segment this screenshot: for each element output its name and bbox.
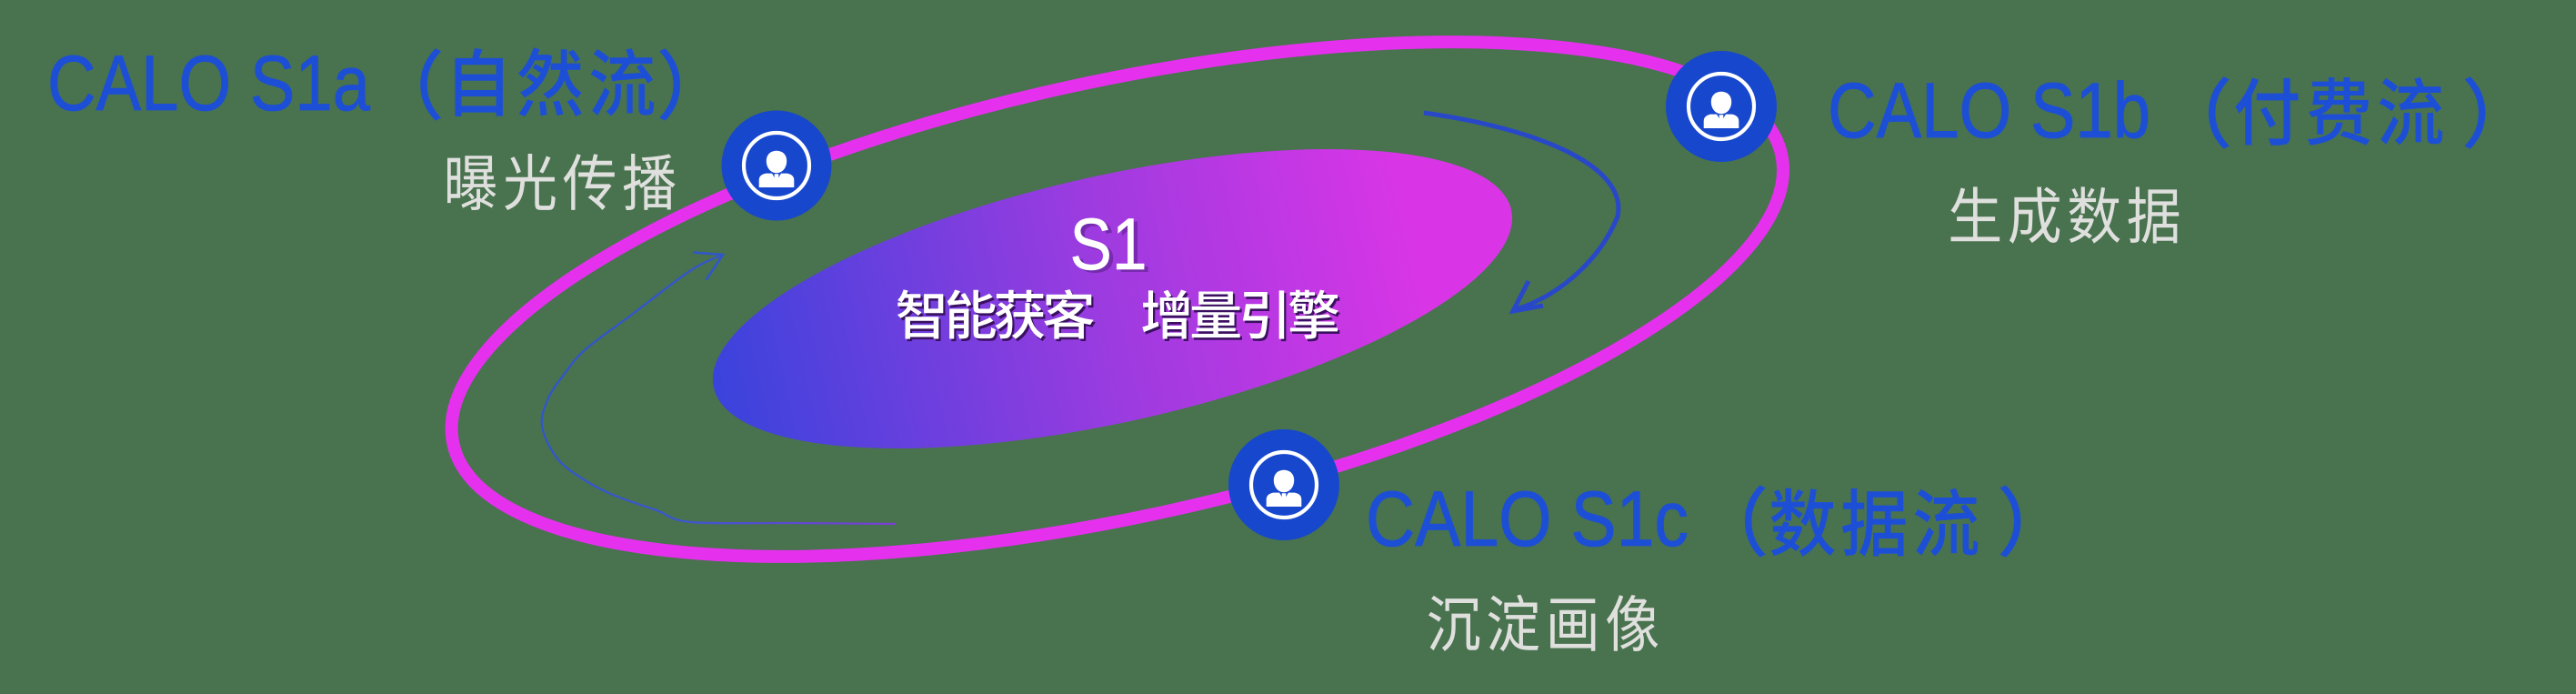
- svg-text:CALO S1c: CALO S1c: [1366, 476, 1689, 563]
- svg-text:S1: S1: [1074, 206, 1151, 288]
- svg-text:CALO S1a: CALO S1a: [47, 40, 371, 127]
- svg-text:CALO S1b: CALO S1b: [1828, 67, 2150, 155]
- svg-text:S1: S1: [1070, 204, 1148, 286]
